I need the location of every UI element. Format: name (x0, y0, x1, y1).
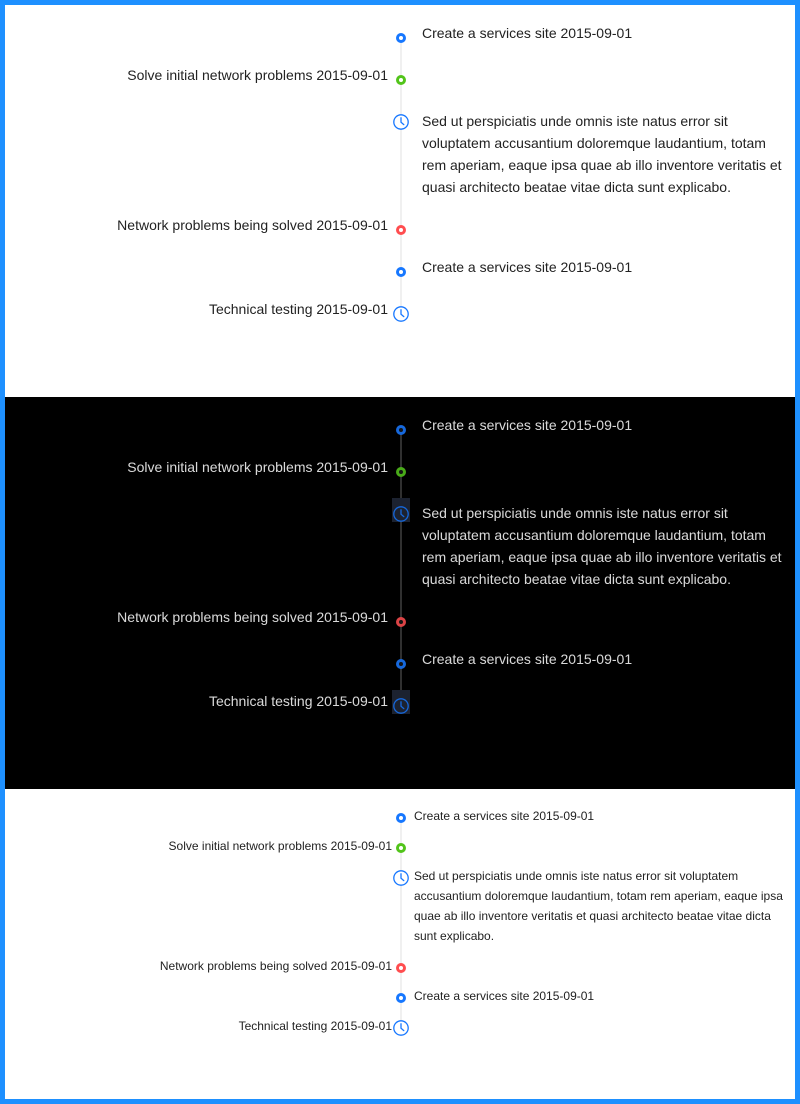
timeline-item-description: Sed ut perspiciatis unde omnis iste natu… (414, 869, 783, 943)
blue-dot-icon (396, 33, 406, 43)
green-dot-icon (396, 843, 406, 853)
timeline-dark-panel: Create a services site 2015-09-01 Solve … (5, 397, 795, 789)
clock-icon (392, 305, 410, 323)
green-dot-icon (396, 75, 406, 85)
clock-icon (392, 1019, 410, 1037)
timeline-item-label: Create a services site 2015-09-01 (422, 651, 633, 667)
green-dot-icon (396, 467, 406, 477)
timeline-item-label: Solve initial network problems 2015-09-0… (168, 839, 392, 853)
blue-dot-icon (396, 425, 406, 435)
clock-icon (392, 505, 410, 523)
timeline-light-panel: Create a services site 2015-09-01 Solve … (5, 5, 795, 397)
timeline-item-label: Network problems being solved 2015-09-01 (117, 609, 388, 625)
timeline-item-label: Create a services site 2015-09-01 (422, 259, 633, 275)
clock-icon (392, 869, 410, 887)
clock-icon (392, 697, 410, 715)
timeline-item-label: Network problems being solved 2015-09-01 (117, 217, 388, 233)
blue-dot-icon (396, 267, 406, 277)
timeline-small-panel: Create a services site 2015-09-01 Solve … (5, 789, 795, 1099)
red-dot-icon (396, 617, 406, 627)
blue-dot-icon (396, 659, 406, 669)
timeline-item-label: Create a services site 2015-09-01 (414, 809, 595, 823)
timeline-item-label: Create a services site 2015-09-01 (422, 25, 633, 41)
timeline-item-label: Network problems being solved 2015-09-01 (159, 959, 392, 973)
red-dot-icon (396, 225, 406, 235)
red-dot-icon (396, 963, 406, 973)
timeline-line (400, 818, 402, 1028)
blue-dot-icon (396, 813, 406, 823)
timeline-item-label: Technical testing 2015-09-01 (208, 301, 388, 317)
timeline-line (400, 430, 402, 706)
timeline-item-description: Sed ut perspiciatis unde omnis iste natu… (422, 505, 782, 587)
timeline-item-description: Sed ut perspiciatis unde omnis iste natu… (422, 113, 782, 195)
clock-icon (392, 113, 410, 131)
blue-dot-icon (396, 993, 406, 1003)
timeline-item-label: Create a services site 2015-09-01 (414, 989, 595, 1003)
timeline-item-label: Technical testing 2015-09-01 (238, 1019, 392, 1033)
timeline-item-label: Solve initial network problems 2015-09-0… (127, 459, 388, 475)
timeline-item-label: Solve initial network problems 2015-09-0… (127, 67, 388, 83)
timeline-item-label: Technical testing 2015-09-01 (208, 693, 388, 709)
timeline-line (400, 38, 402, 314)
timeline-item-label: Create a services site 2015-09-01 (422, 417, 633, 433)
